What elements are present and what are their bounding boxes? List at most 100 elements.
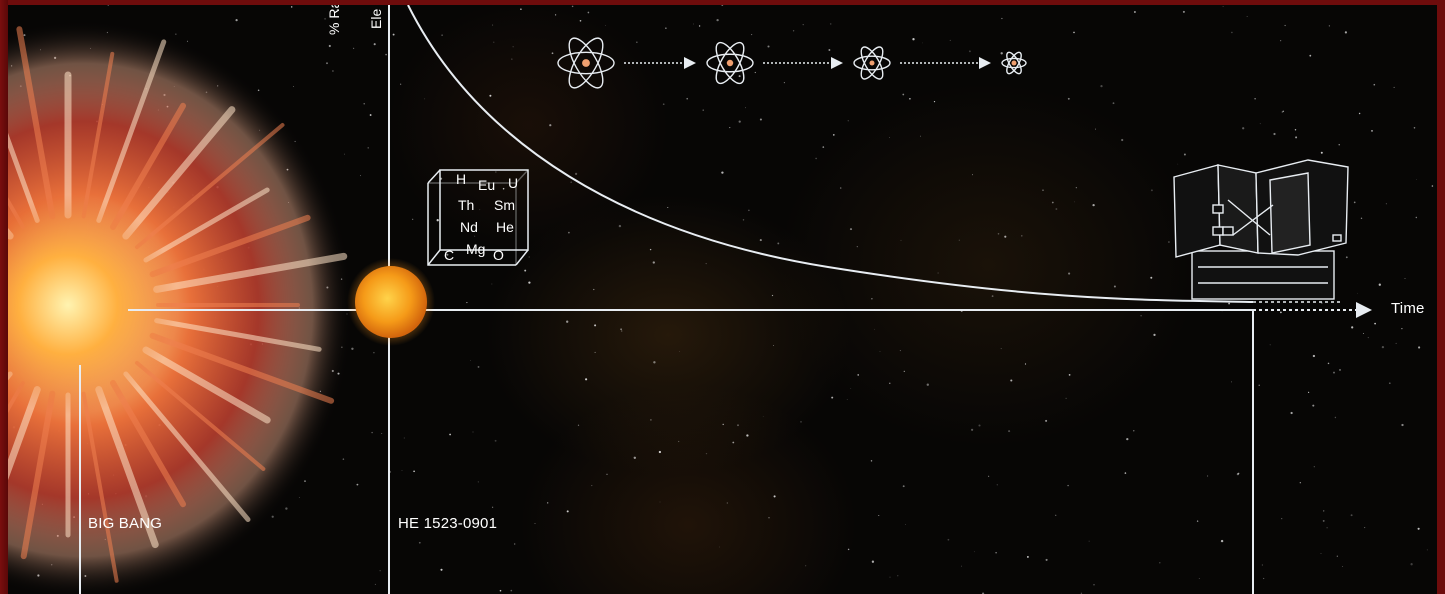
background-star [762, 416, 764, 417]
explosion-ray [96, 39, 167, 223]
background-star [1362, 332, 1364, 334]
background-star [606, 473, 608, 475]
atom-icon [1001, 51, 1027, 75]
background-star [1294, 129, 1297, 131]
decay-curve [407, 5, 1254, 303]
background-star [594, 351, 596, 353]
background-star [1075, 187, 1077, 189]
background-star [1150, 189, 1153, 192]
background-star [947, 538, 950, 541]
background-star [1074, 201, 1075, 203]
background-star [1333, 371, 1335, 374]
explosion-ray [143, 187, 270, 263]
background-star [1008, 430, 1011, 433]
background-star [356, 483, 359, 486]
background-star [1284, 24, 1286, 27]
background-star [1183, 153, 1186, 156]
background-star [1373, 83, 1376, 86]
background-star [1133, 430, 1135, 432]
background-star [1121, 138, 1124, 142]
background-star [1182, 10, 1185, 13]
background-star [1273, 132, 1276, 136]
background-star [499, 589, 502, 592]
background-star [107, 5, 109, 6]
background-star [571, 5, 574, 8]
background-star [889, 137, 890, 138]
background-star [1220, 539, 1224, 543]
background-star [722, 423, 724, 426]
background-star [585, 378, 588, 381]
background-star [1401, 327, 1403, 330]
background-star [1021, 235, 1023, 237]
background-star [705, 452, 708, 455]
background-star [768, 517, 770, 519]
background-star [899, 350, 901, 352]
background-star [1055, 208, 1058, 210]
background-star [1004, 235, 1007, 238]
explosion-ray [149, 332, 335, 404]
background-star [400, 83, 402, 85]
star-label: HE 1523-0901 [398, 515, 498, 532]
background-star [996, 484, 998, 486]
background-star [1280, 40, 1282, 42]
background-star [1395, 342, 1397, 344]
background-star [1150, 276, 1153, 279]
background-star [1364, 527, 1366, 529]
element-th: Th [458, 197, 475, 213]
background-star [593, 288, 595, 291]
background-star [342, 458, 345, 460]
background-star [1092, 203, 1095, 207]
background-star [494, 439, 497, 442]
background-star [1001, 17, 1003, 20]
element-h: H [456, 171, 467, 187]
background-star [495, 171, 497, 173]
background-star [905, 524, 906, 525]
background-star [1093, 584, 1095, 586]
background-star [636, 41, 638, 43]
background-star [777, 242, 780, 245]
background-star [716, 18, 719, 22]
background-star [1417, 527, 1420, 530]
background-star [805, 565, 807, 567]
background-star [926, 383, 929, 386]
element-sm: Sm [494, 197, 515, 213]
background-star [1055, 514, 1057, 516]
background-star [290, 6, 293, 8]
background-star [292, 86, 294, 87]
background-star [1237, 472, 1240, 475]
background-star [373, 351, 375, 354]
background-star [1259, 123, 1261, 125]
background-star [594, 324, 597, 327]
background-star [285, 507, 288, 510]
background-star [528, 281, 531, 284]
background-star [304, 480, 306, 482]
background-star [773, 345, 774, 346]
background-star [783, 82, 785, 84]
background-star [591, 485, 593, 487]
background-star [379, 570, 381, 572]
background-star [534, 523, 536, 524]
background-star [847, 120, 849, 122]
background-star [802, 24, 804, 26]
background-star [413, 470, 415, 473]
background-star [605, 25, 606, 26]
background-star [847, 548, 850, 551]
explosion-ray [134, 360, 266, 471]
background-star [889, 576, 891, 578]
background-star [846, 399, 848, 400]
background-star [1177, 163, 1179, 165]
background-star [702, 109, 704, 111]
background-star [491, 506, 494, 508]
background-star [650, 419, 652, 421]
background-star [344, 153, 346, 155]
background-star [1282, 110, 1285, 113]
background-star [1026, 555, 1029, 558]
y-axis-label-part2: Ele [368, 8, 384, 29]
diagram-canvas: H Eu U Th Sm Nd He C Mg O BIG BANG HE 15… [8, 5, 1437, 594]
background-star [1431, 185, 1434, 187]
background-star [871, 298, 873, 300]
background-star [412, 218, 414, 220]
background-star [1000, 348, 1002, 350]
atom-decay-sequence [557, 37, 1027, 89]
background-star [937, 272, 939, 274]
